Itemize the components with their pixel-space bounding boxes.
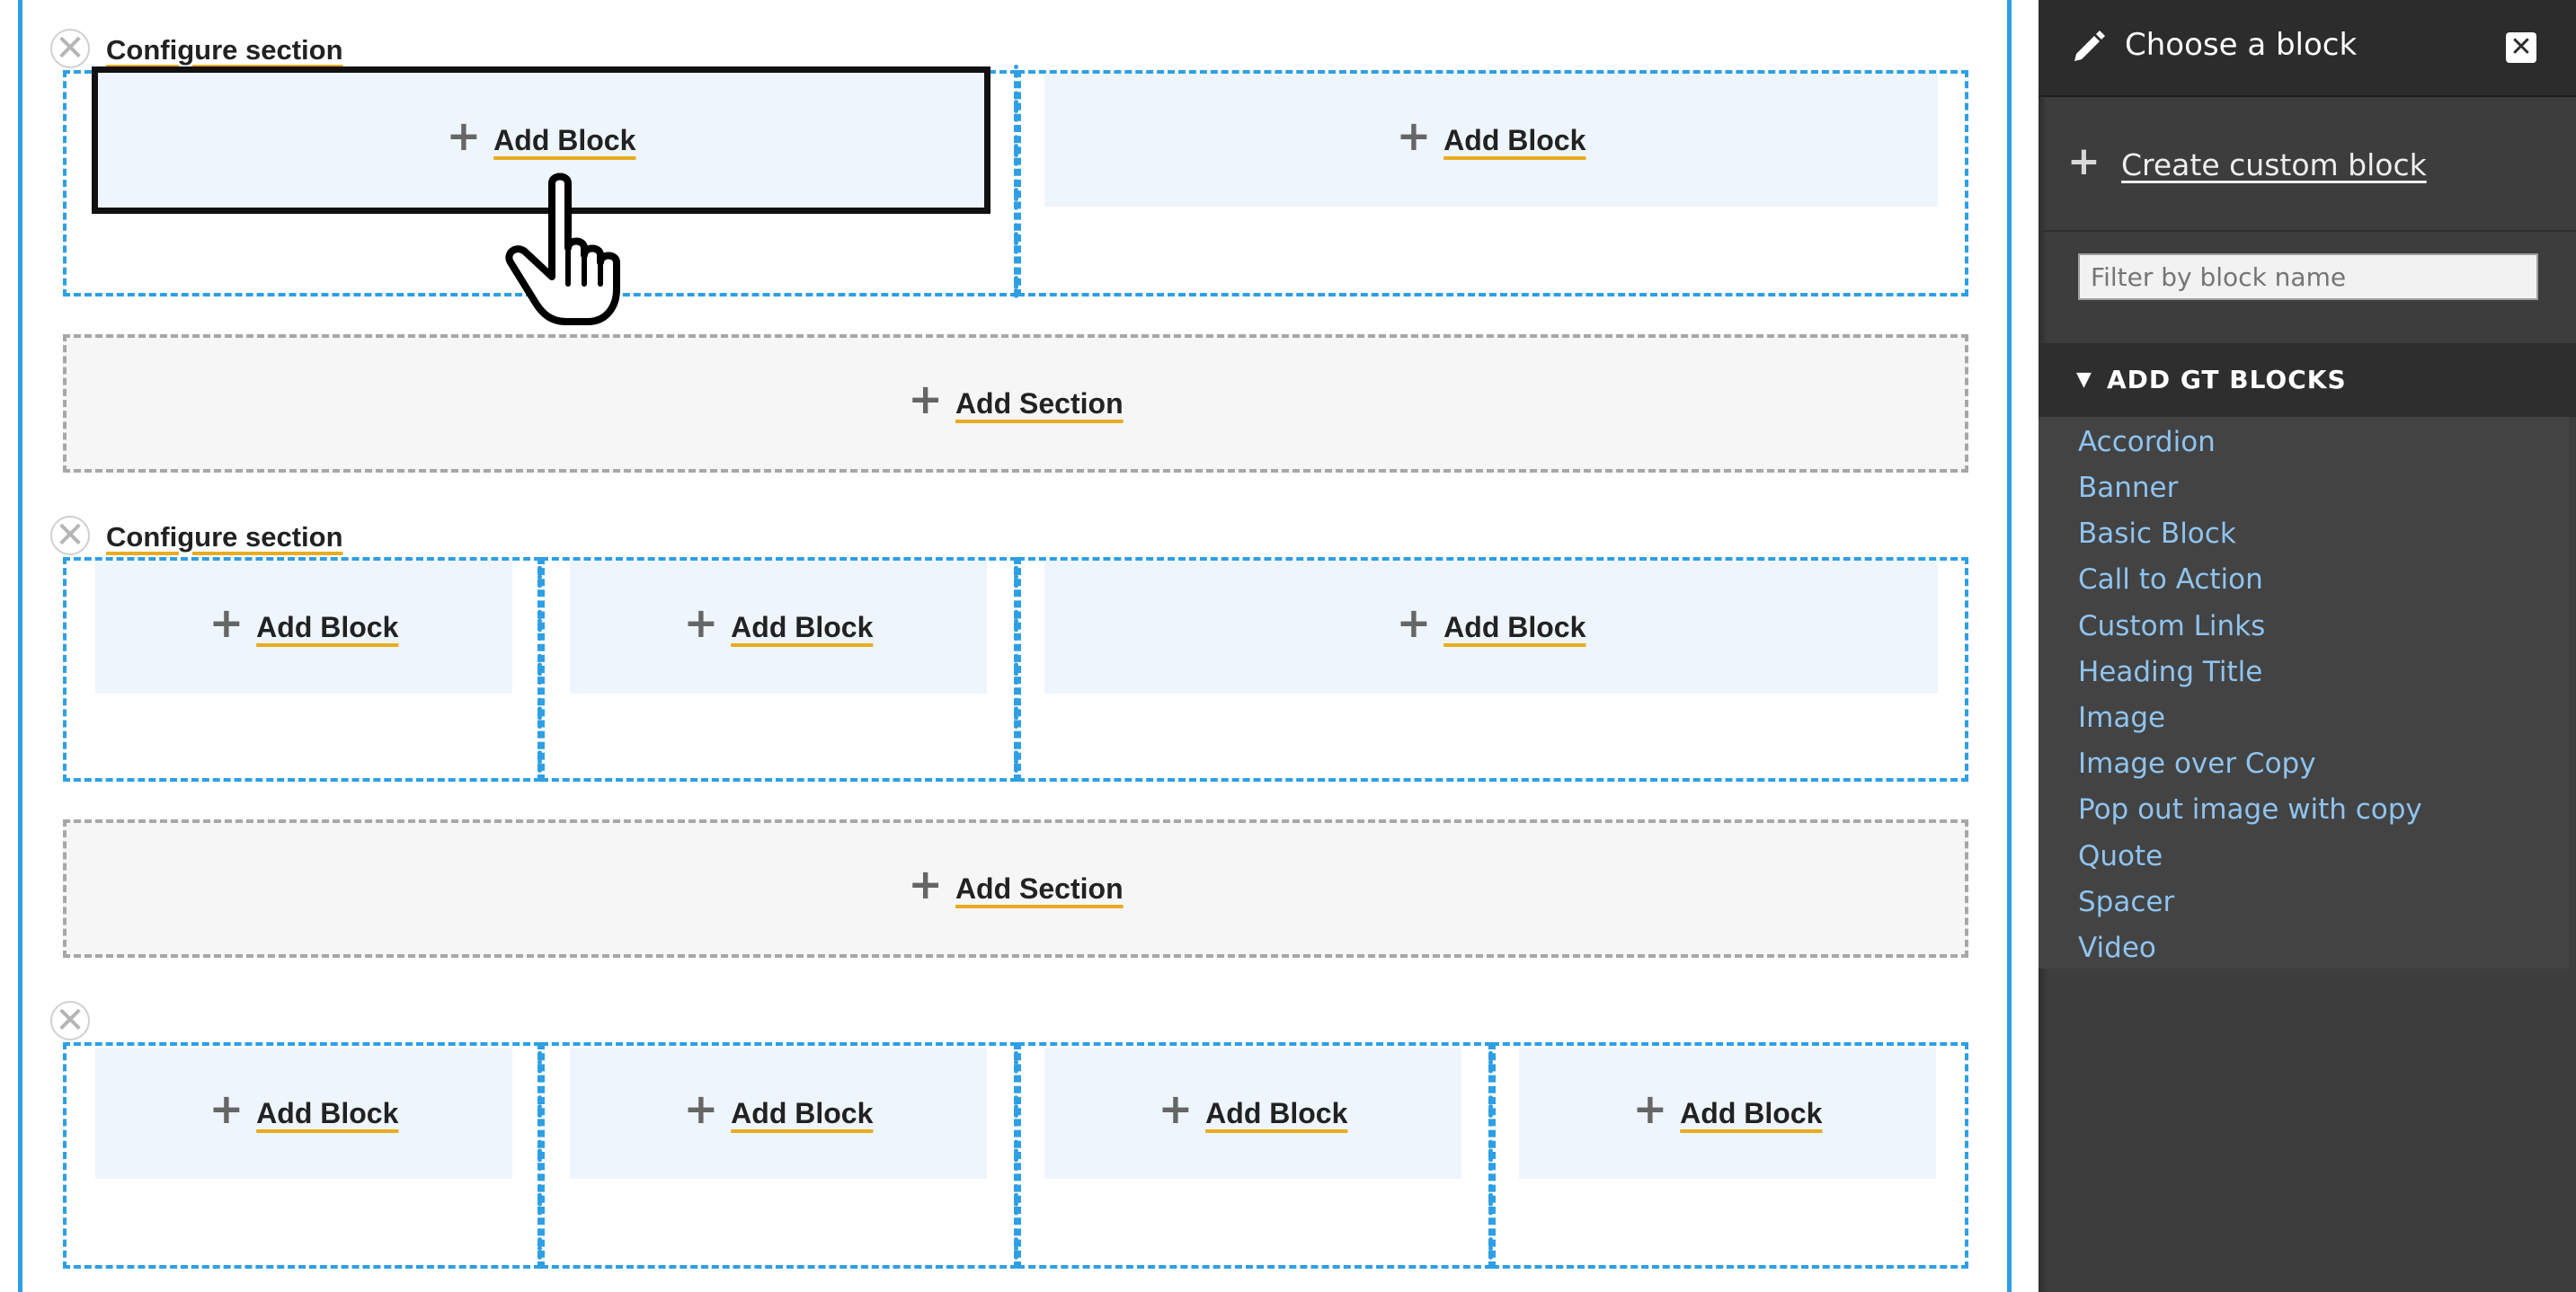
plus-icon: + <box>209 598 244 647</box>
plus-icon: + <box>1396 111 1432 160</box>
block-link-pop-out-image[interactable]: Pop out image with copy <box>2078 793 2422 826</box>
add-block-label: Add Block <box>731 1096 874 1129</box>
block-link-video[interactable]: Video <box>2078 932 2156 964</box>
remove-section-button[interactable]: ✕ <box>50 1001 90 1040</box>
add-block-label: Add Block <box>256 1096 399 1129</box>
create-custom-block-link[interactable]: Create custom block <box>2121 147 2427 182</box>
plus-icon: + <box>209 1084 244 1133</box>
add-block-button[interactable]: + Add Block <box>570 561 987 694</box>
add-block-button[interactable]: + Add Block <box>95 561 512 694</box>
block-list: Accordion Banner Basic Block Call to Act… <box>2039 417 2569 969</box>
block-link-basic-block[interactable]: Basic Block <box>2078 518 2236 550</box>
remove-section-button[interactable]: ✕ <box>50 29 90 68</box>
block-link-custom-links[interactable]: Custom Links <box>2078 610 2266 642</box>
block-group-header[interactable]: ▼ ADD GT BLOCKS <box>2039 343 2576 417</box>
region-divider <box>537 1042 542 1269</box>
plus-icon: + <box>683 1084 719 1133</box>
configure-section-link[interactable]: Configure section <box>106 34 343 66</box>
canvas-right-border <box>2007 0 2012 1292</box>
pencil-icon <box>2074 31 2105 61</box>
block-link-accordion[interactable]: Accordion <box>2078 426 2216 458</box>
sidebar-title: Choose a block <box>2125 27 2358 63</box>
region-divider <box>1014 557 1018 782</box>
add-block-button[interactable]: + Add Block <box>1044 561 1938 694</box>
canvas-left-border <box>18 0 22 1292</box>
add-block-label: Add Block <box>1680 1096 1823 1129</box>
add-block-button[interactable]: + Add Block <box>95 1048 512 1179</box>
plus-icon: + <box>1632 1084 1668 1133</box>
block-link-call-to-action[interactable]: Call to Action <box>2078 563 2263 596</box>
remove-section-button[interactable]: ✕ <box>50 516 90 555</box>
off-canvas-sidebar: Choose a block ✕ + Create custom block ▼… <box>2039 0 2576 1292</box>
sidebar-header: Choose a block ✕ <box>2039 0 2576 97</box>
region-divider <box>1014 65 1018 298</box>
block-link-image[interactable]: Image <box>2078 702 2166 734</box>
section-region-third <box>1017 557 1968 782</box>
layout-canvas: ✕ Configure section + Add Block + Add Bl… <box>18 0 2012 1292</box>
add-block-label: Add Block <box>731 610 874 643</box>
add-block-label: Add Block <box>1443 610 1586 643</box>
close-icon: ✕ <box>2509 31 2533 63</box>
close-icon: ✕ <box>55 515 85 556</box>
close-icon: ✕ <box>55 28 85 69</box>
plus-icon: + <box>683 598 719 647</box>
caret-down-icon: ▼ <box>2076 368 2092 391</box>
close-sidebar-button[interactable]: ✕ <box>2506 32 2536 63</box>
region-divider <box>1488 1042 1493 1269</box>
add-block-label: Add Block <box>1205 1096 1348 1129</box>
add-block-label: Add Block <box>256 610 399 643</box>
add-block-button[interactable]: + Add Block <box>1044 1048 1461 1179</box>
block-link-heading-title[interactable]: Heading Title <box>2078 656 2263 688</box>
plus-icon: + <box>908 375 943 423</box>
add-block-button[interactable]: + Add Block <box>1519 1048 1936 1179</box>
add-section-label: Add Section <box>955 872 1124 905</box>
add-block-button[interactable]: + Add Block <box>1044 74 1938 207</box>
add-block-button[interactable]: + Add Block <box>92 66 990 214</box>
plus-icon: + <box>2067 138 2101 184</box>
add-block-label: Add Block <box>493 123 636 156</box>
section-region-fourth <box>1492 1042 1968 1269</box>
add-section-button[interactable]: + Add Section <box>63 334 1968 473</box>
block-link-image-over-copy[interactable]: Image over Copy <box>2078 748 2316 780</box>
block-link-quote[interactable]: Quote <box>2078 840 2163 872</box>
create-custom-block-row: + Create custom block <box>2039 97 2576 232</box>
plus-icon: + <box>1396 598 1432 647</box>
block-link-spacer[interactable]: Spacer <box>2078 886 2175 918</box>
block-link-banner[interactable]: Banner <box>2078 472 2179 504</box>
add-section-button[interactable]: + Add Section <box>63 819 1968 958</box>
plus-icon: + <box>908 860 943 908</box>
block-group-title: ADD GT BLOCKS <box>2107 365 2347 394</box>
region-divider <box>537 557 542 782</box>
plus-icon: + <box>1158 1084 1194 1133</box>
region-divider <box>1014 1042 1018 1269</box>
add-section-label: Add Section <box>955 386 1124 420</box>
hand-pointer-icon <box>505 173 620 325</box>
add-block-button[interactable]: + Add Block <box>570 1048 987 1179</box>
add-block-label: Add Block <box>1443 123 1586 156</box>
plus-icon: + <box>446 111 482 160</box>
configure-section-link[interactable]: Configure section <box>106 521 343 553</box>
filter-block-input[interactable] <box>2078 253 2538 300</box>
close-icon: ✕ <box>55 1000 85 1041</box>
section-region-second <box>1017 70 1968 296</box>
